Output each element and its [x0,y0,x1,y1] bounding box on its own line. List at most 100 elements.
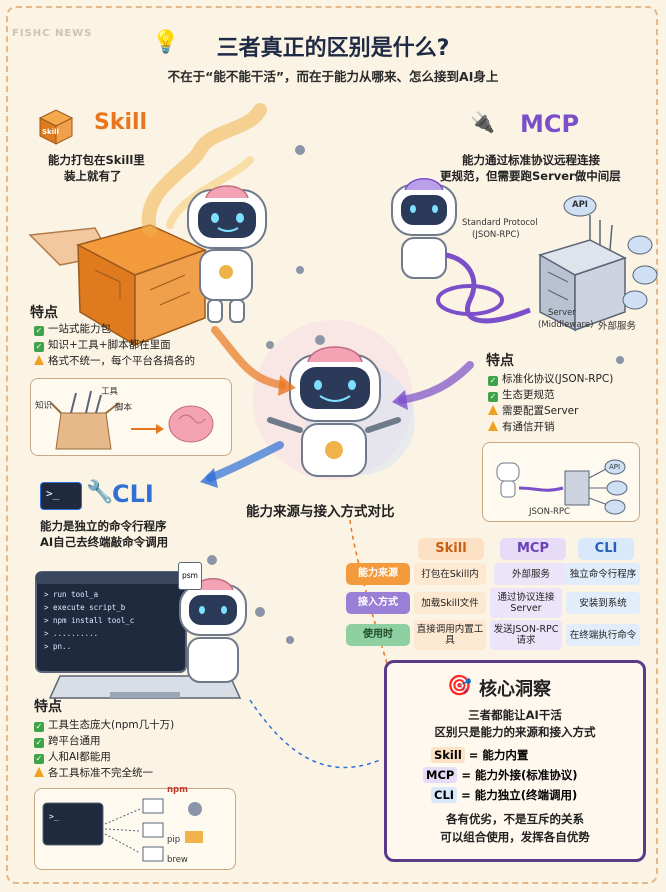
compare-row-label: 使用时 [346,624,410,646]
compare-cell: 通过协议连接Server [490,588,562,618]
compare-row-label: 能力来源 [346,563,410,585]
skill-desc-line2: 装上就有了 [64,169,122,183]
check-icon: ✓ [488,392,498,402]
cli-robot [179,578,247,683]
insight-box: 🎯 核心洞察 三者都能让AI干活 区别只是能力的来源和接入方式 Skill = … [384,660,646,862]
check-icon: ✓ [34,326,44,336]
skill-box-label: Skill [42,128,59,136]
lightbulb-icon: 💡 [152,30,180,55]
insight-item-mcp: MCP = 能力外接(标准协议) [423,767,577,783]
mcp-server-label-2: (Middleware) [538,320,594,330]
server-illustration [538,195,658,332]
skill-robot [187,185,267,323]
skill-illus-tools: 工具 [101,387,119,397]
warning-icon [34,355,44,365]
compare-row-label: 接入方式 [346,592,410,614]
skill-desc-line1: 能力打包在Skill里 [48,153,145,167]
mcp-desc-line2: 更规范，但需要跑Server做中间层 [440,169,621,183]
compare-cell: 安装到系统 [566,592,640,614]
terminal-line: > npm install tool_c [44,616,135,625]
mcp-protocol-label-1: Standard Protocol [462,218,538,228]
terminal-line: > pn.. [44,642,72,651]
insight-line1: 三者都能让AI干活 [468,708,562,722]
skill-illus-knowledge: 知识 [35,401,53,411]
cli-title: CLI [112,480,154,508]
cli-features-title: 特点 [34,699,62,715]
compare-cell: 独立命令行程序 [566,563,640,585]
skill-box-illustration [28,224,207,347]
compare-col-mcp: MCP [500,538,566,560]
insight-footer1: 各有优劣，不是互斥的关系 [446,812,584,826]
mcp-protocol-label-2: (JSON-RPC) [472,230,520,240]
terminal-output: > run tool_a > execute script_b > npm in… [44,588,184,653]
mcp-feature-3: 需要配置Server [488,404,578,419]
check-icon: ✓ [34,722,44,732]
compare-title: 能力来源与接入方式对比 [246,504,395,520]
page-subtitle: 不在于“能不能干活”，而在于能力从哪来、怎么接到AI身上 [167,69,499,84]
insight-title: 核心洞察 [479,679,551,700]
warning-icon [34,767,44,777]
compare-cell: 直接调用内置工具 [414,620,486,650]
plug-icon: 🔌 [470,110,495,134]
pip-label: pip [167,835,181,845]
skill-feature-2: ✓知识+工具+脚本都在里面 [34,339,171,352]
cli-desc-line1: 能力是独立的命令行程序 [40,519,167,533]
cli-feature-2: ✓跨平台通用 [34,735,101,748]
skill-features-title: 特点 [30,305,58,321]
mcp-feature-1: ✓标准化协议(JSON-RPC) [488,373,614,386]
brew-label: brew [167,855,188,865]
compare-col-skill: Skill [418,538,484,560]
compare-col-cli: CLI [578,538,634,560]
terminal-icon: >_ [40,482,82,510]
check-icon: ✓ [34,754,44,764]
insight-item-cli: CLI = 能力独立(终端调用) [431,787,577,803]
compare-cell: 发送JSON-RPC请求 [490,620,562,650]
watermark: FISHC NEWS [12,28,93,39]
skill-feature-1: ✓一站式能力包 [34,323,111,336]
skill-illustration-box: 知识 工具 脚本 [30,378,232,456]
mcp-server-label-1: Server [548,308,576,318]
cli-feature-4: 各工具标准不完全统一 [34,766,153,781]
terminal-line: > execute script_b [44,603,126,612]
warning-icon [488,421,498,431]
wrench-icon: 🔧 [86,480,114,505]
terminal-line: > .......... [44,629,99,638]
mcp-illustration-box: API JSON-RPC [482,442,640,522]
compare-cell: 加载Skill文件 [414,592,486,614]
skill-box-icon: Skill [36,106,76,146]
skill-feature-3: 格式不统一，每个平台各搞各的 [34,354,195,369]
insight-footer2: 可以组合使用，发挥各自优势 [440,830,590,844]
gear-icon-group [207,145,624,644]
dashed-border [6,6,658,884]
cli-feature-3: ✓人和AI都能用 [34,751,111,764]
mcp-api-label: API [572,200,588,210]
target-icon: 🎯 [447,673,472,697]
compare-cell: 打包在Skill内 [414,563,486,585]
compare-cell: 外部服务 [494,563,568,585]
check-icon: ✓ [34,738,44,748]
skill-illus-scripts: 脚本 [115,403,133,413]
page-title: 三者真正的区别是什么? [216,36,450,61]
insight-line2: 区别只是能力的来源和接入方式 [434,725,596,739]
svg-text:>_: >_ [49,812,59,821]
skill-title: Skill [94,110,148,135]
cli-desc-line2: AI自己去终端敲命令调用 [40,535,169,549]
cli-feature-1: ✓工具生态庞大(npm几十万) [34,719,175,732]
cli-terminal-illustration [35,571,242,699]
mcp-feature-2: ✓生态更规范 [488,389,555,402]
mcp-desc-line1: 能力通过标准协议远程连接 [462,153,600,167]
compare-cell: 在终端执行命令 [566,624,640,646]
mcp-robot [391,178,531,324]
npm-label: npm [167,785,188,795]
terminal-line: > run tool_a [44,590,99,599]
mcp-features-title: 特点 [486,353,514,369]
file-psm-icon: psm [178,562,202,590]
mcp-illus-api: API [609,463,621,471]
cli-illustration-box: >_ npm pip brew [34,785,236,870]
mcp-feature-4: 有通信开销 [488,420,555,435]
warning-icon [488,405,498,415]
center-robot [253,320,415,480]
mcp-illus-jsonrpc: JSON-RPC [529,507,570,517]
